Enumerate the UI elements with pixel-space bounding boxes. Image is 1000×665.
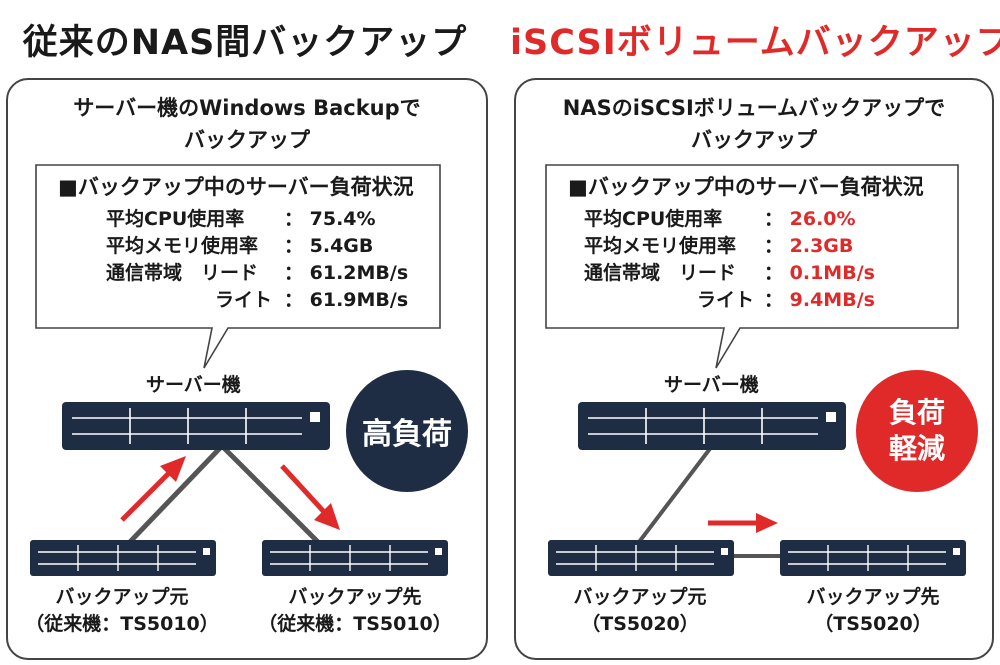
- right-dest-device: [779, 539, 967, 577]
- right-subtitle-line2: バックアップ: [691, 128, 817, 152]
- right-cpu-sep: ：: [764, 208, 784, 230]
- left-dest-line1: バックアップ先: [288, 586, 422, 608]
- right-dest-line2: （TS5020）: [814, 613, 932, 635]
- left-read-value: 61.2MB/s: [309, 262, 409, 284]
- left-load-stats: ■バックアップ中のサーバー負荷状況 平均CPU使用率 平均メモリ使用率 通信帯域…: [58, 174, 438, 324]
- right-mem-sep: ：: [764, 235, 784, 257]
- left-link-dest: [220, 444, 324, 548]
- left-write-sep: ：: [284, 289, 304, 311]
- right-mem-value: 2.3GB: [789, 235, 854, 257]
- left-source-caption: バックアップ元 （従来機：TS5010）: [8, 584, 236, 638]
- right-heading: iSCSIボリュームバックアップ: [510, 23, 1000, 63]
- left-subtitle-line2: バックアップ: [184, 128, 310, 152]
- left-write-label: ライト: [215, 289, 273, 311]
- right-link-source: [634, 444, 714, 548]
- right-source-caption: バックアップ元 （TS5020）: [526, 584, 754, 638]
- left-subtitle-line1: サーバー機のWindows Backupで: [73, 96, 421, 120]
- left-heading: 従来のNAS間バックアップ: [22, 23, 468, 63]
- right-badge-line2: 軽減: [888, 432, 945, 465]
- right-source-line1: バックアップ元: [573, 586, 707, 608]
- right-subtitle-line1: NASのiSCSIボリュームバックアップで: [562, 96, 946, 120]
- right-cpu-value: 26.0%: [789, 208, 856, 230]
- left-dest-caption: バックアップ先 （従来機：TS5010）: [240, 584, 470, 638]
- left-load-badge: 高負荷: [346, 370, 468, 492]
- left-arrow-down: [314, 503, 340, 530]
- left-mem-sep: ：: [284, 235, 304, 257]
- right-write-sep: ：: [764, 289, 784, 311]
- right-source-device: [547, 539, 735, 577]
- right-subtitle: NASのiSCSIボリュームバックアップで バックアップ: [514, 92, 994, 156]
- left-server-label: サーバー機: [146, 374, 241, 396]
- right-cpu-label: 平均CPU使用率: [584, 208, 723, 230]
- right-load-badge: 負荷 軽減: [856, 370, 978, 492]
- left-cpu-value: 75.4%: [309, 208, 376, 230]
- right-dest-line1: バックアップ先: [806, 586, 940, 608]
- left-dest-device: [261, 539, 449, 577]
- right-source-line2: （TS5020）: [581, 613, 699, 635]
- left-dest-line2: （従来機：TS5010）: [258, 613, 452, 635]
- left-link-source: [124, 444, 224, 548]
- left-write-value: 61.9MB/s: [309, 289, 409, 311]
- right-load-stats: ■バックアップ中のサーバー負荷状況 平均CPU使用率 平均メモリ使用率 通信帯域…: [568, 174, 953, 324]
- right-read-label: 通信帯域 リード: [584, 262, 737, 284]
- right-write-label: ライト: [697, 289, 755, 311]
- right-dest-caption: バックアップ先 （TS5020）: [758, 584, 988, 638]
- left-source-line1: バックアップ元: [55, 586, 189, 608]
- right-badge-line1: 負荷: [888, 396, 945, 429]
- right-server-device: [577, 401, 847, 451]
- right-read-sep: ：: [764, 262, 784, 284]
- left-subtitle: サーバー機のWindows Backupで バックアップ: [6, 92, 488, 156]
- left-stats-title: ■バックアップ中のサーバー負荷状況: [58, 175, 414, 199]
- left-read-label: 通信帯域 リード: [106, 262, 259, 284]
- right-speech-bubble: [545, 164, 959, 369]
- left-source-line2: （従来機：TS5010）: [25, 613, 219, 635]
- left-read-sep: ：: [284, 262, 304, 284]
- left-mem-label: 平均メモリ使用率: [106, 235, 259, 257]
- left-server-device: [61, 401, 331, 451]
- right-write-value: 9.4MB/s: [789, 289, 875, 311]
- right-mem-label: 平均メモリ使用率: [584, 235, 737, 257]
- right-read-value: 0.1MB/s: [789, 262, 875, 284]
- right-arrow: [756, 513, 778, 533]
- left-cpu-label: 平均CPU使用率: [106, 208, 245, 230]
- left-arrow-up: [160, 456, 186, 482]
- right-server-label: サーバー機: [664, 374, 759, 396]
- left-speech-bubble: [35, 164, 441, 369]
- right-stats-title: ■バックアップ中のサーバー負荷状況: [568, 175, 924, 199]
- left-source-device: [29, 539, 217, 577]
- left-mem-value: 5.4GB: [309, 235, 374, 257]
- left-cpu-sep: ：: [284, 208, 304, 230]
